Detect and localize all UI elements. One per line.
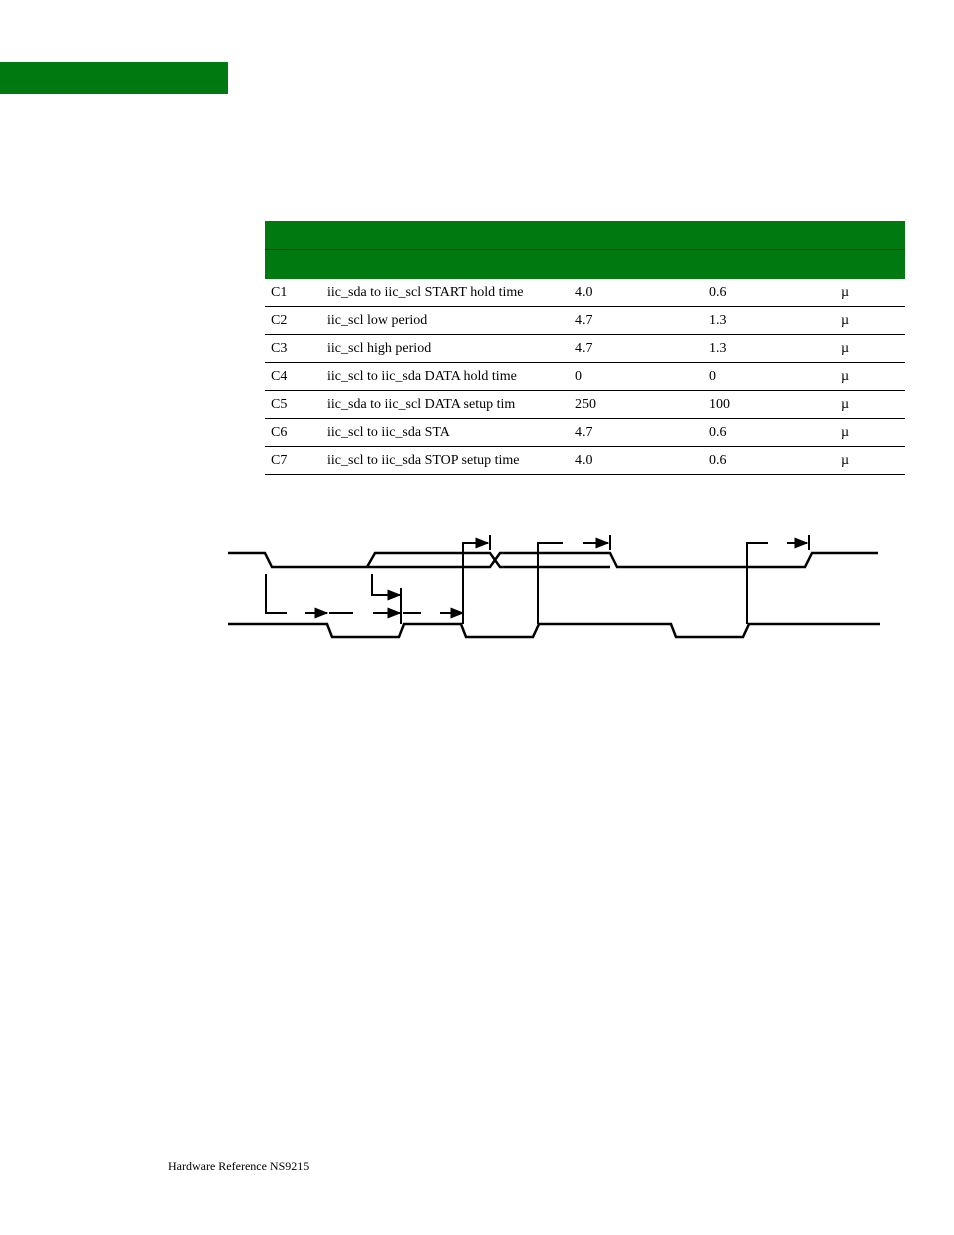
- timing-marker-c4: [371, 574, 402, 601]
- table-body: C1 iic_sda to iic_scl START hold time 4.…: [265, 279, 905, 475]
- sda-waveform-high-segment: [365, 551, 878, 569]
- row-value-b: 1.3: [703, 306, 837, 335]
- row-value-a: 4.0: [569, 279, 703, 307]
- table-header-row-2: [265, 249, 905, 279]
- scl-waveform: [228, 622, 880, 639]
- row-symbol: C4: [265, 362, 321, 391]
- row-unit: µ: [837, 334, 905, 363]
- timing-marker-c6: [537, 542, 563, 624]
- row-value-a: 4.7: [569, 418, 703, 447]
- row-unit: µ: [837, 279, 905, 307]
- row-symbol: C7: [265, 446, 321, 475]
- row-value-b: 100: [703, 390, 837, 419]
- row-description: iic_sda to iic_scl DATA setup tim: [321, 390, 569, 419]
- header-accent-bar: [0, 62, 228, 94]
- row-description: iic_scl to iic_sda STA: [321, 418, 569, 447]
- sda-waveform-low-segment: [228, 551, 610, 569]
- row-value-a: 4.7: [569, 306, 703, 335]
- row-description: iic_sda to iic_scl START hold time: [321, 279, 569, 307]
- row-symbol: C1: [265, 279, 321, 307]
- row-unit: µ: [837, 306, 905, 335]
- row-value-a: 4.7: [569, 334, 703, 363]
- timing-marker-c5: [462, 537, 490, 624]
- page-footer: Hardware Reference NS9215: [168, 1159, 310, 1173]
- row-description: iic_scl high period: [321, 334, 569, 363]
- timing-marker-c1: [265, 574, 287, 614]
- table-row: C6 iic_scl to iic_sda STA 4.7 0.6 µ: [265, 418, 905, 447]
- row-value-b: 0.6: [703, 418, 837, 447]
- row-description: iic_scl to iic_sda STOP setup time: [321, 446, 569, 475]
- row-description: iic_scl low period: [321, 306, 569, 335]
- iic-timing-table: C1 iic_sda to iic_scl START hold time 4.…: [265, 221, 905, 475]
- table-header: [265, 221, 905, 279]
- table-row: C3 iic_scl high period 4.7 1.3 µ: [265, 334, 905, 363]
- row-value-b: 0.6: [703, 279, 837, 307]
- row-value-a: 250: [569, 390, 703, 419]
- row-symbol: C3: [265, 334, 321, 363]
- timing-marker-c7: [746, 542, 768, 624]
- row-unit: µ: [837, 362, 905, 391]
- row-description: iic_scl to iic_sda DATA hold time: [321, 362, 569, 391]
- row-symbol: C5: [265, 390, 321, 419]
- table-header-row-1: [265, 221, 905, 250]
- row-value-a: 4.0: [569, 446, 703, 475]
- table-row: C7 iic_scl to iic_sda STOP setup time 4.…: [265, 446, 905, 475]
- row-value-b: 0.6: [703, 446, 837, 475]
- row-symbol: C6: [265, 418, 321, 447]
- row-unit: µ: [837, 390, 905, 419]
- row-value-b: 0: [703, 362, 837, 391]
- table-row: C5 iic_sda to iic_scl DATA setup tim 250…: [265, 390, 905, 419]
- row-symbol: C2: [265, 306, 321, 335]
- row-unit: µ: [837, 446, 905, 475]
- iic-timing-diagram: [228, 535, 880, 639]
- row-unit: µ: [837, 418, 905, 447]
- table-row: C2 iic_scl low period 4.7 1.3 µ: [265, 306, 905, 335]
- table-row: C1 iic_sda to iic_scl START hold time 4.…: [265, 279, 905, 307]
- row-value-a: 0: [569, 362, 703, 391]
- row-value-b: 1.3: [703, 334, 837, 363]
- table-row: C4 iic_scl to iic_sda DATA hold time 0 0…: [265, 362, 905, 391]
